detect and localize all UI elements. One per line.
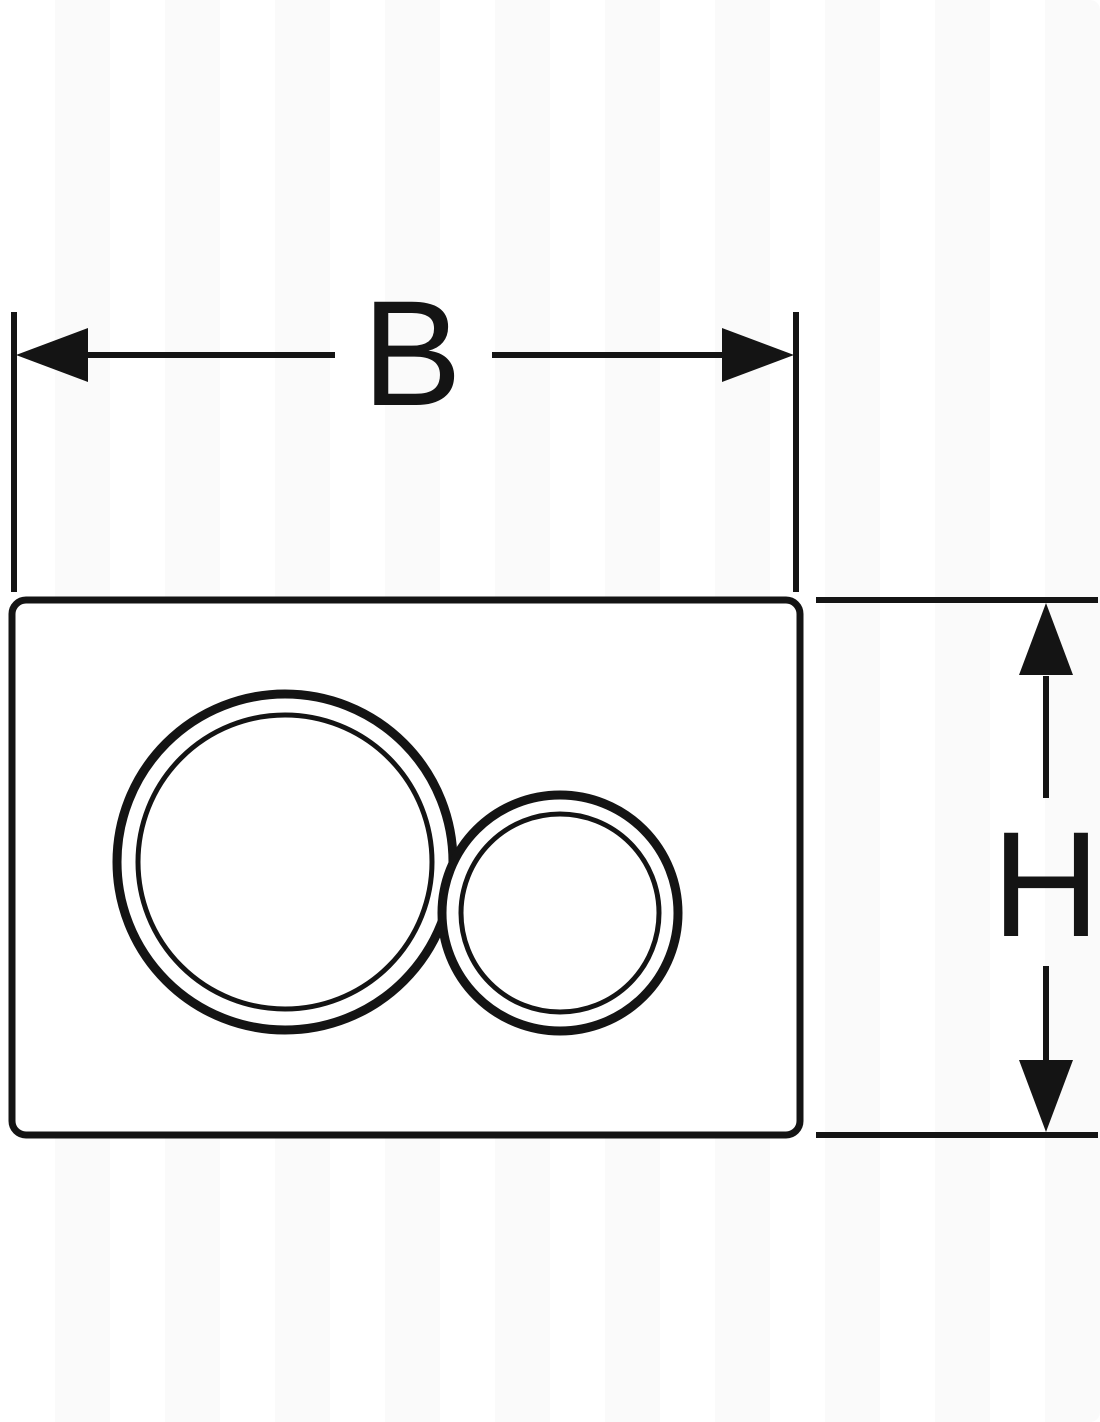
width-dimension: B (11, 269, 799, 592)
height-dimension-label: H (992, 800, 1100, 968)
width-dimension-label: B (362, 269, 462, 437)
flush-plate (8, 596, 804, 1139)
small-button-outer-ring (437, 790, 683, 1036)
arrow-down-icon (1019, 1060, 1073, 1132)
arrow-left-icon (16, 328, 88, 382)
small-flush-button (437, 790, 683, 1036)
small-button-inner-ring (458, 811, 662, 1015)
arrow-right-icon (722, 328, 794, 382)
height-dimension: H (816, 597, 1100, 1138)
large-button-inner-ring (135, 712, 435, 1012)
arrow-up-icon (1019, 603, 1073, 675)
large-button-outer-ring (112, 689, 458, 1035)
large-flush-button (112, 689, 458, 1035)
